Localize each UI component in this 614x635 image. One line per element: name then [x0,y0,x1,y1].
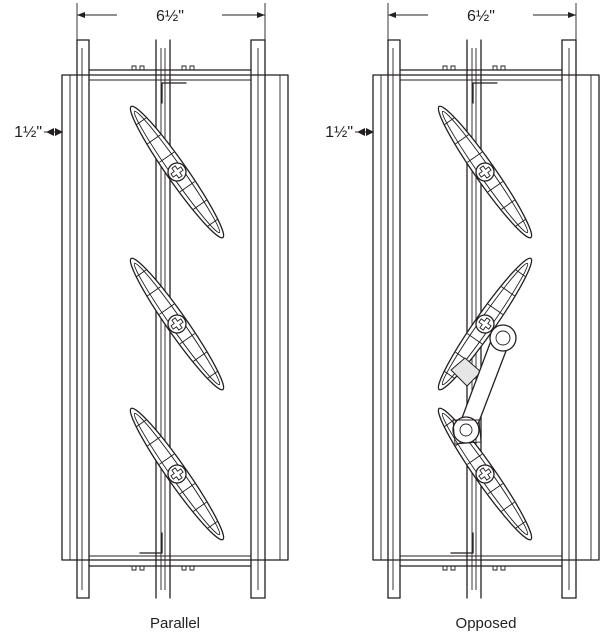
opposed-blade-3 [430,402,540,546]
opposed-frame [354,2,600,599]
parallel-blade-1 [122,100,232,244]
parallel-flange-label: 1½" [14,124,42,141]
parallel-width-label: 6½" [156,8,184,25]
opposed-linkage [450,324,517,445]
opposed-blade-1 [430,100,540,244]
parallel-diagram: 6½" 1½" Parallel [14,2,289,632]
parallel-blade-2 [122,252,232,396]
opposed-flange-label: 1½" [325,124,353,141]
opposed-caption: Opposed [456,615,517,632]
parallel-blade-3 [122,402,232,546]
opposed-diagram: 6½" 1½" Opposed [325,2,600,632]
opposed-width-label: 6½" [467,8,495,25]
parallel-caption: Parallel [150,615,200,632]
